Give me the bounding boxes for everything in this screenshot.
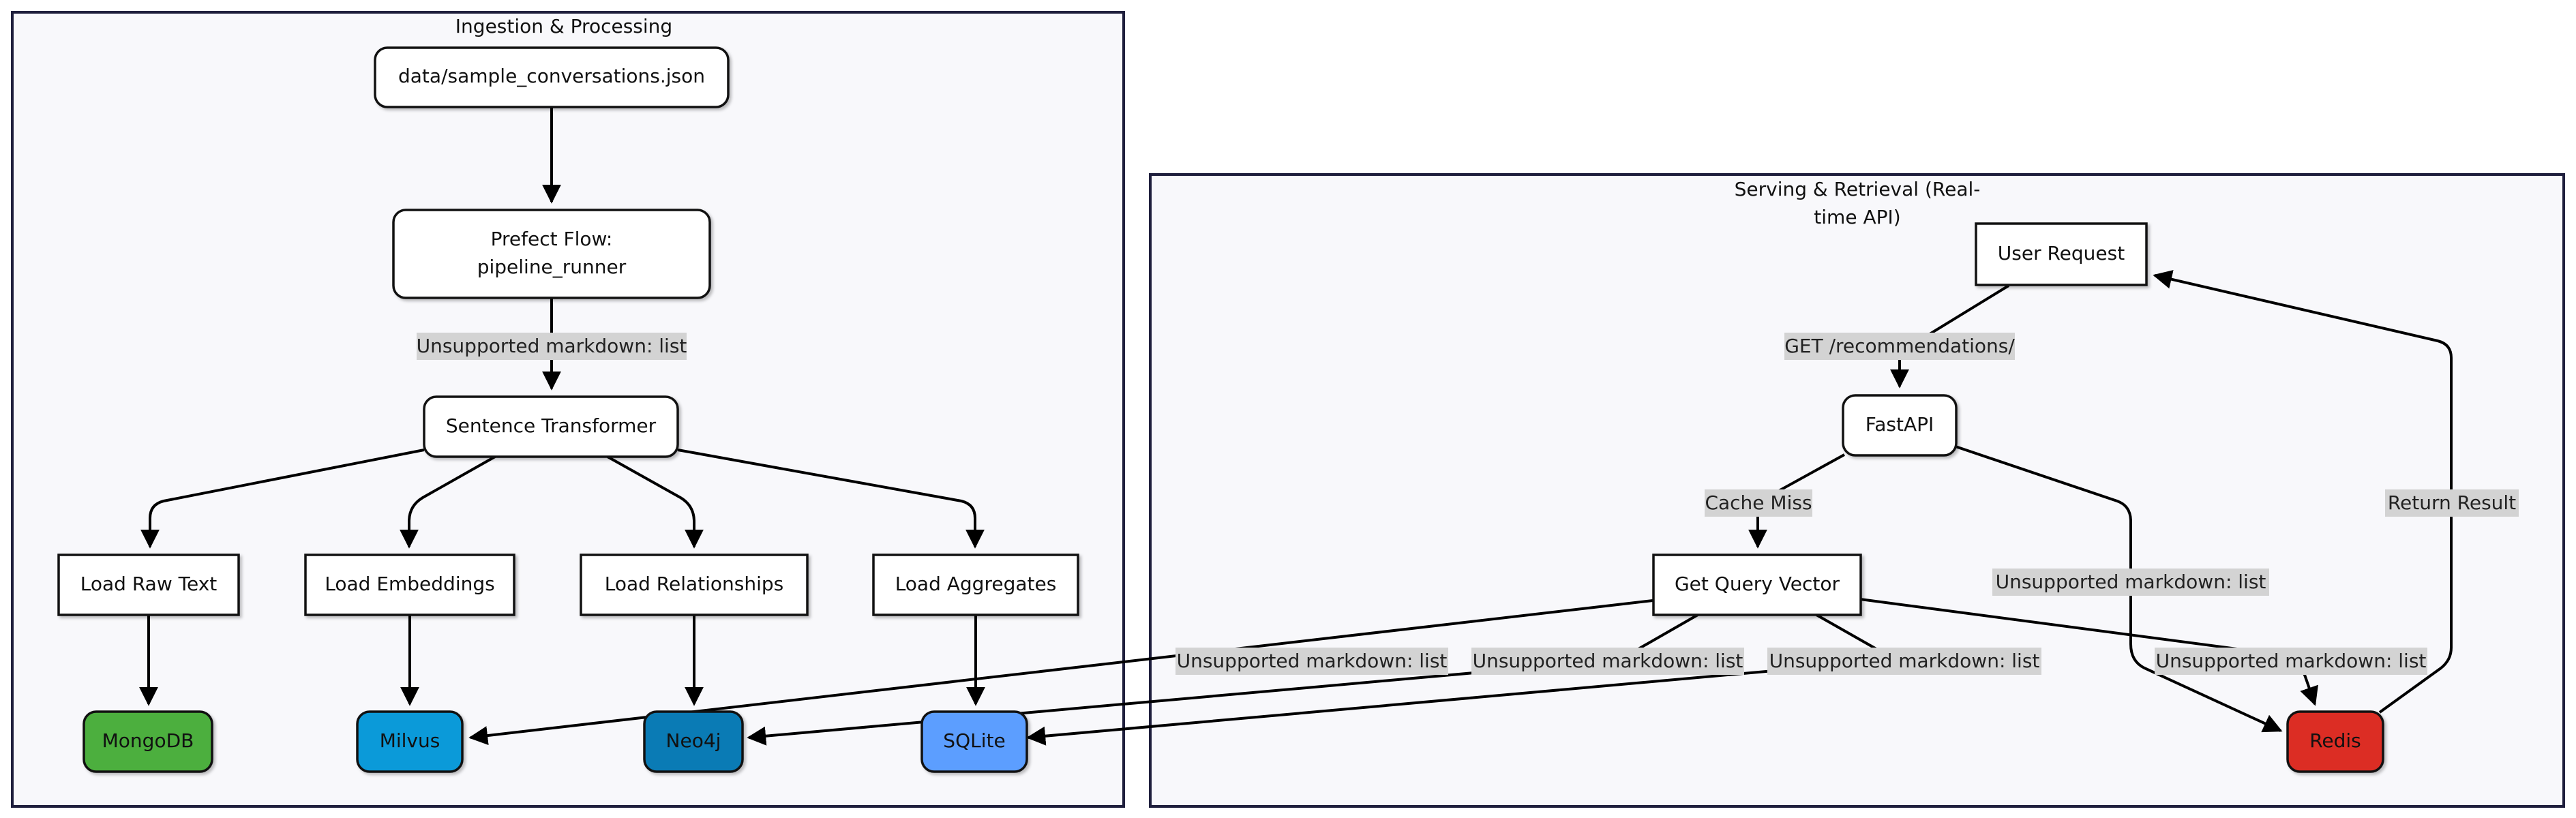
label-gqv-to-milvus: Unsupported markdown: list: [1177, 650, 1448, 672]
node-load-relationships[interactable]: Load Relationships: [580, 554, 809, 616]
node-neo4j-label: Neo4j: [666, 729, 721, 752]
label-gqv-to-neo4j: Unsupported markdown: list: [1473, 650, 1743, 672]
nodes-ingestion: data/sample_conversations.json Prefect F…: [57, 46, 1079, 773]
node-get-query-vector[interactable]: Get Query Vector: [1652, 554, 1862, 616]
node-sentence-transformer-label: Sentence Transformer: [446, 414, 657, 437]
node-mongodb-label: MongoDB: [102, 729, 194, 752]
node-milvus[interactable]: Milvus: [356, 710, 464, 773]
node-sentence-transformer[interactable]: Sentence Transformer: [423, 395, 679, 458]
node-json-file-label: data/sample_conversations.json: [398, 65, 705, 87]
node-milvus-label: Milvus: [380, 729, 440, 752]
node-load-raw-text-label: Load Raw Text: [80, 573, 218, 595]
nodes-serving: User Request FastAPI Get Query Vector Re…: [1652, 222, 2384, 773]
node-load-aggregates[interactable]: Load Aggregates: [872, 554, 1079, 616]
cluster-serving-title-line2: time API): [1814, 206, 1900, 228]
node-user-request[interactable]: User Request: [1975, 222, 2148, 286]
node-prefect-flow-line1: Prefect Flow:: [491, 228, 613, 250]
node-load-embeddings[interactable]: Load Embeddings: [304, 554, 515, 616]
node-get-query-vector-label: Get Query Vector: [1675, 573, 1840, 595]
edge-labels: Unsupported markdown: list GET /recommen…: [417, 333, 2519, 675]
label-fastapi-to-redis: Unsupported markdown: list: [1996, 571, 2266, 593]
node-redis-label: Redis: [2309, 729, 2361, 752]
node-neo4j[interactable]: Neo4j: [643, 710, 744, 773]
node-fastapi[interactable]: FastAPI: [1842, 394, 1958, 457]
edges-ingestion: [139, 107, 985, 706]
node-redis[interactable]: Redis: [2286, 710, 2384, 773]
label-prefect-to-st: Unsupported markdown: list: [417, 335, 687, 357]
node-load-aggregates-label: Load Aggregates: [895, 573, 1057, 595]
node-load-embeddings-label: Load Embeddings: [325, 573, 494, 595]
node-user-request-label: User Request: [1998, 242, 2125, 264]
node-load-relationships-label: Load Relationships: [605, 573, 784, 595]
edge-st-to-relationships: [607, 455, 704, 549]
label-cache-miss: Cache Miss: [1705, 491, 1812, 514]
cluster-serving: Serving & Retrieval (Real- time API): [1149, 173, 2565, 808]
label-get-recommendations: GET /recommendations/: [1784, 335, 2015, 357]
label-gqv-to-sqlite: Unsupported markdown: list: [1769, 650, 2040, 672]
node-prefect-flow-line2: pipeline_runner: [477, 256, 627, 278]
edge-st-to-raw: [140, 449, 425, 549]
edge-st-to-embeddings: [400, 455, 496, 549]
edge-st-to-aggregates: [677, 449, 985, 549]
label-return-result: Return Result: [2388, 491, 2516, 514]
node-sqlite[interactable]: SQLite: [920, 710, 1028, 773]
node-fastapi-label: FastAPI: [1866, 413, 1934, 436]
node-sqlite-label: SQLite: [943, 729, 1005, 752]
node-mongodb[interactable]: MongoDB: [83, 710, 213, 773]
label-gqv-to-redis: Unsupported markdown: list: [2156, 650, 2427, 672]
node-prefect-flow[interactable]: Prefect Flow: pipeline_runner: [392, 209, 711, 299]
node-load-raw-text[interactable]: Load Raw Text: [57, 554, 240, 616]
cluster-serving-title-line1: Serving & Retrieval (Real-: [1735, 178, 1981, 200]
node-json-file[interactable]: data/sample_conversations.json: [374, 46, 730, 108]
cluster-ingestion-title: Ingestion & Processing: [455, 15, 672, 37]
